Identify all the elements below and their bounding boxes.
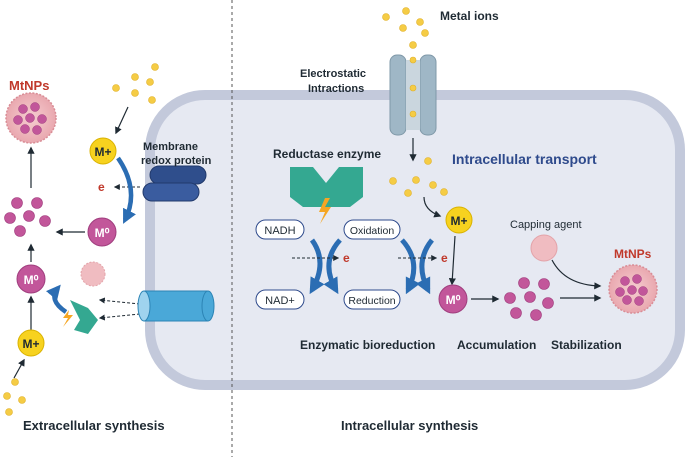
m-zero-intracellular: M⁰ (438, 284, 468, 314)
reductase-enzyme-left (70, 300, 98, 334)
small-nanoparticle-left (80, 261, 106, 287)
svg-text:M⁰: M⁰ (95, 226, 110, 240)
nadh-pill: NADH (255, 219, 305, 240)
reduction-pill: Reduction (343, 289, 401, 310)
extracellular-synthesis-title: Extracellular synthesis (23, 418, 165, 433)
svg-text:NAD+: NAD+ (265, 295, 295, 307)
electrostatic-label-line1: Electrostatic (300, 68, 366, 80)
membrane-transporter-channel (389, 54, 437, 136)
reduction-blue-arrow-2 (415, 238, 434, 295)
electron-label-left: e (98, 180, 105, 194)
oxidation-blue-arrow (400, 238, 421, 295)
secretion-dashed-arrow-2 (98, 313, 141, 321)
capping-to-mtnps-arrow (551, 259, 602, 290)
ions-to-mplus-lower-arrow (13, 358, 25, 379)
metal-ion-dots-extracellular-bottom (3, 378, 26, 416)
membrane-label-line1: Membrane (143, 141, 198, 153)
metal-ions-label: Metal ions (440, 9, 499, 23)
mtnps-right-label: MtNPs (614, 247, 652, 261)
svg-text:NADH: NADH (264, 225, 295, 237)
electron-label-1: e (343, 251, 350, 265)
reductase-enzyme-label: Reductase enzyme (273, 147, 381, 161)
m-zero-extracellular-lower: M⁰ (16, 264, 46, 294)
svg-text:Reduction: Reduction (348, 295, 395, 307)
intracellular-transport-label: Intracellular transport (452, 151, 597, 167)
mtnps-left-label: MtNPs (9, 78, 49, 93)
particle-cluster-left (4, 197, 51, 237)
redox-blue-arrow (116, 156, 136, 224)
metal-ion-dots-intracellular (389, 157, 448, 197)
nadh-blue-arrow (309, 238, 325, 295)
svg-text:M+: M+ (450, 214, 467, 228)
svg-text:M⁰: M⁰ (24, 273, 39, 287)
membrane-label-line2: redox protein (141, 155, 212, 167)
reduction-blue-arrow-1 (323, 238, 342, 295)
accumulation-cluster (504, 277, 554, 321)
enzymatic-bioreduction-label: Enzymatic bioreduction (300, 338, 435, 352)
m-plus-extracellular-lower: M+ (17, 329, 45, 357)
accumulation-label: Accumulation (457, 338, 536, 352)
nad-plus-pill: NAD+ (255, 289, 305, 310)
electron-label-2: e (441, 251, 448, 265)
metal-ion-dots-top (382, 7, 429, 118)
ion-to-mplus-arrow (423, 196, 442, 218)
m-plus-intracellular: M+ (445, 206, 473, 234)
intracellular-synthesis-title: Intracellular synthesis (341, 418, 478, 433)
reductase-enzyme-shape (290, 167, 363, 207)
svg-text:M⁰: M⁰ (446, 293, 461, 307)
membrane-redox-protein (142, 165, 207, 202)
secretion-tube (137, 290, 215, 322)
electrostatic-label-line2: Intractions (308, 83, 364, 95)
metal-ion-dots-extracellular-top (112, 63, 159, 104)
mplus-to-mzero-arrow (448, 235, 456, 286)
enzyme-blue-arrow (46, 284, 68, 314)
m-plus-extracellular-top: M+ (89, 137, 117, 165)
mtnps-left-nanoparticle (5, 92, 57, 144)
capping-agent-label: Capping agent (510, 219, 582, 231)
svg-text:Oxidation: Oxidation (350, 225, 395, 237)
m-zero-extracellular-upper: M⁰ (87, 217, 117, 247)
capping-agent-particle (530, 234, 558, 262)
secretion-dashed-arrow-1 (98, 297, 141, 305)
ions-to-mplus-arrow (115, 106, 129, 135)
mtnps-right-nanoparticle (608, 264, 658, 314)
svg-text:M+: M+ (94, 145, 111, 159)
lightning-bolt-left-icon (63, 310, 73, 327)
stabilization-label: Stabilization (551, 338, 622, 352)
svg-text:M+: M+ (22, 337, 39, 351)
oxidation-pill: Oxidation (343, 219, 401, 240)
lightning-bolt-icon (319, 198, 331, 224)
